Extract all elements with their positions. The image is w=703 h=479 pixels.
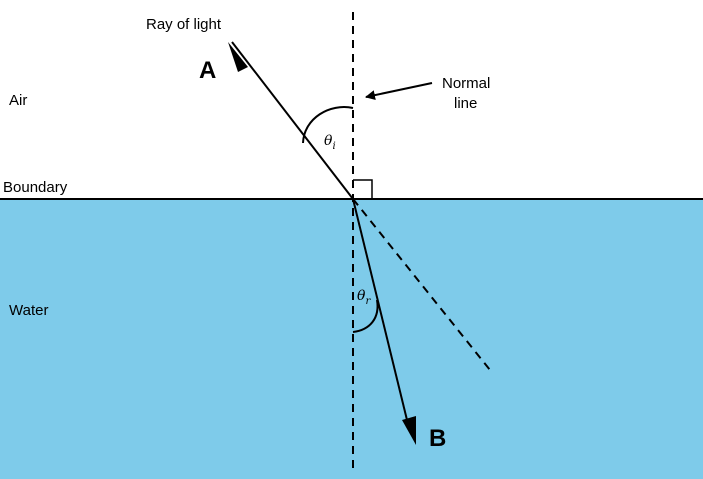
water-region xyxy=(0,199,703,479)
theta-symbol: θ xyxy=(357,288,366,304)
incidence-angle-label: θi xyxy=(324,133,336,152)
refraction-angle-arc xyxy=(352,299,379,333)
point-b-label: B xyxy=(429,425,447,452)
incidence-subscript: i xyxy=(332,140,336,152)
right-angle-marker xyxy=(353,179,373,199)
ray-of-light-label: Ray of light xyxy=(146,16,222,33)
normal-line-label-1: Normal xyxy=(442,75,491,92)
air-label: Air xyxy=(9,92,28,109)
point-a-label: A xyxy=(199,57,217,84)
theta-symbol: θ xyxy=(324,133,333,149)
refracted-ray xyxy=(352,198,408,421)
undeviated-path-line xyxy=(352,198,491,371)
refraction-subscript: r xyxy=(365,295,371,307)
incident-ray-arrowhead xyxy=(228,42,248,72)
refraction-angle-label: θr xyxy=(357,288,370,307)
incidence-angle-arc xyxy=(302,106,354,144)
water-label: Water xyxy=(9,302,49,319)
normal-pointer-arrow xyxy=(365,82,433,101)
normal-line-label-2: line xyxy=(454,95,478,112)
boundary-label: Boundary xyxy=(3,179,68,196)
incident-ray xyxy=(231,41,354,200)
refracted-ray-arrowhead xyxy=(402,416,416,445)
